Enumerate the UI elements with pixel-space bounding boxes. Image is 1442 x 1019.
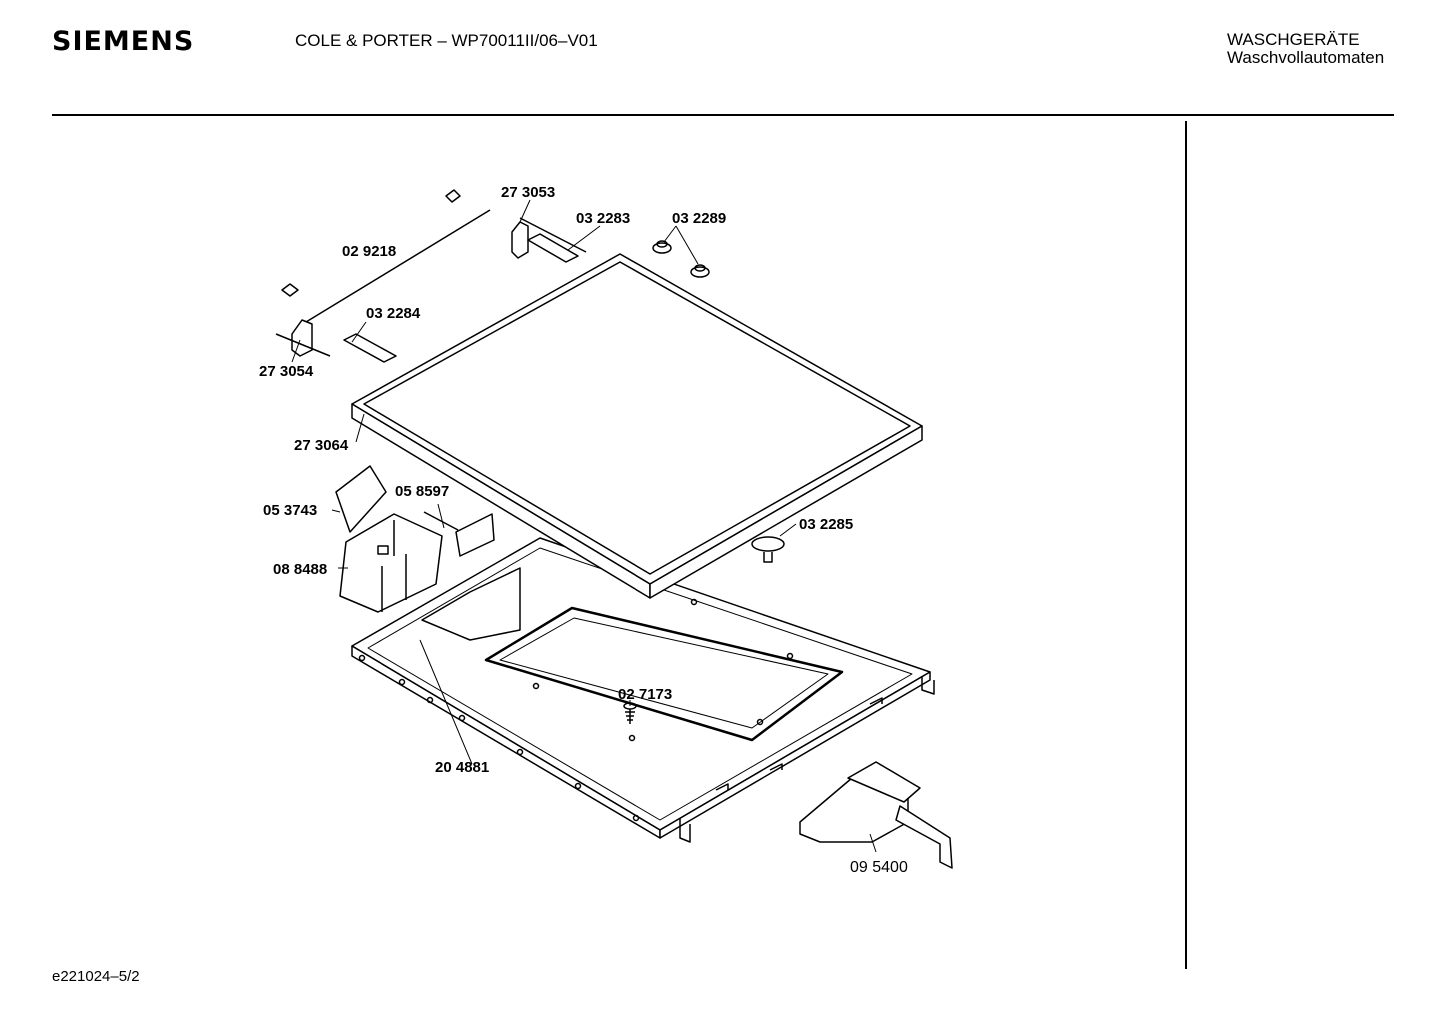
catch-drawing: [751, 536, 785, 563]
worktop-drawing: [351, 253, 923, 599]
part-label-027173: 02 7173: [618, 686, 672, 703]
part-label-032284: 03 2284: [366, 305, 421, 322]
part-label-053743: 05 3743: [263, 502, 317, 519]
detergent-drawer-drawing: [339, 513, 443, 613]
document-reference: e221024–5/2: [52, 968, 140, 985]
header-divider: [52, 114, 1394, 116]
part-label-032283: 03 2283: [576, 210, 630, 227]
category-subtitle: Waschvollautomaten: [1227, 48, 1385, 67]
category-title: WASCHGERÄTE: [1227, 30, 1360, 49]
hinge-rod-drawing: [281, 189, 491, 323]
part-label-095400: 09 5400: [850, 859, 908, 876]
rubber-foot-drawing: [652, 240, 710, 278]
hinge-plate-drawing: [343, 233, 579, 363]
side-divider: [1185, 121, 1187, 969]
leader-lines: [291, 199, 877, 853]
part-labels: 27 3053 03 2283 03 2289 02 9218 03 2284 …: [259, 184, 908, 876]
brand-logo: SIEMENS: [52, 26, 195, 57]
part-label-273054: 27 3054: [259, 363, 314, 380]
part-label-029218: 02 9218: [342, 243, 396, 260]
part-label-058597: 05 8597: [395, 483, 449, 500]
part-label-273053: 27 3053: [501, 184, 555, 201]
model-title: COLE & PORTER – WP70011II/06–V01: [295, 31, 598, 50]
part-label-204881: 20 4881: [435, 759, 489, 776]
part-label-032285: 03 2285: [799, 516, 853, 533]
part-label-273064: 27 3064: [294, 437, 349, 454]
door-lock-drawing: [799, 761, 953, 869]
base-frame-drawing: [351, 537, 935, 843]
part-label-088488: 08 8488: [273, 561, 327, 578]
drawer-cover-drawing: [335, 465, 495, 557]
part-label-032289: 03 2289: [672, 210, 726, 227]
